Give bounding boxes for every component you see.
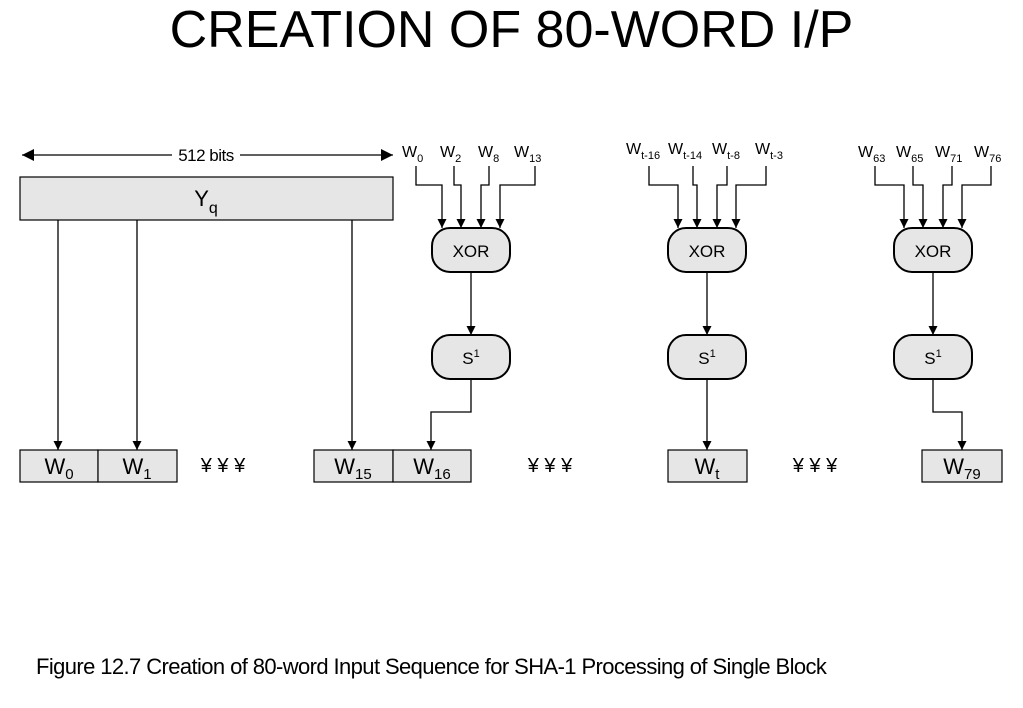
- ellipsis: ¥ ¥ ¥: [200, 455, 246, 477]
- svg-text:W79: W79: [943, 454, 980, 483]
- word-cell-wt: Wt: [667, 449, 748, 483]
- input-label: Wt-8: [712, 141, 740, 162]
- input-label: W8: [478, 144, 499, 165]
- input-label: W2: [440, 144, 461, 165]
- rotate-label: S1: [462, 348, 479, 368]
- ellipsis: ¥ ¥ ¥: [527, 455, 573, 477]
- xor-label: XOR: [453, 242, 490, 261]
- svg-text:W0: W0: [44, 454, 73, 483]
- rotate-label: S1: [698, 348, 715, 368]
- output-words-row: W0 W1 ¥ ¥ ¥ W15 W16 ¥ ¥ ¥ Wt ¥ ¥ ¥ W79: [19, 449, 1003, 483]
- block-width-label: 512 bits: [178, 146, 234, 165]
- input-label: Wt-3: [755, 141, 783, 162]
- svg-text:Wt: Wt: [695, 454, 721, 483]
- word-cell-w1: W1: [97, 449, 178, 483]
- svg-text:W15: W15: [334, 454, 371, 483]
- input-label: W0: [402, 144, 423, 165]
- word-cell-w15: W15: [313, 449, 394, 483]
- svg-text:W16: W16: [413, 454, 450, 483]
- xor-label: XOR: [689, 242, 726, 261]
- block-width-arrow: 512 bits: [22, 146, 393, 165]
- xor-label: XOR: [915, 242, 952, 261]
- message-block-label: Yq: [194, 186, 218, 217]
- input-label: W76: [974, 144, 1001, 165]
- word-cell-w16: W16: [392, 449, 472, 483]
- word-cell-w79: W79: [921, 449, 1003, 483]
- svg-text:W1: W1: [122, 454, 151, 483]
- input-group-79: W63 W65 W71 W76 XOR S1: [858, 144, 1001, 450]
- input-label: W13: [514, 144, 541, 165]
- input-label: Wt-14: [668, 141, 702, 162]
- ellipsis: ¥ ¥ ¥: [792, 455, 838, 477]
- input-label: Wt-16: [626, 141, 660, 162]
- message-block: Yq: [19, 176, 394, 221]
- page-title: CREATION OF 80-WORD I/P: [169, 1, 854, 59]
- word-cell-w0: W0: [19, 449, 99, 483]
- input-label: W63: [858, 144, 885, 165]
- input-group-t: Wt-16 Wt-14 Wt-8 Wt-3 XOR S1: [626, 141, 783, 450]
- input-label: W65: [896, 144, 923, 165]
- input-group-1: W0 W2 W8 W13 XOR S1: [402, 144, 541, 450]
- figure-caption: Figure 12.7 Creation of 80-word Input Se…: [36, 654, 827, 679]
- rotate-label: S1: [924, 348, 941, 368]
- input-label: W71: [935, 144, 962, 165]
